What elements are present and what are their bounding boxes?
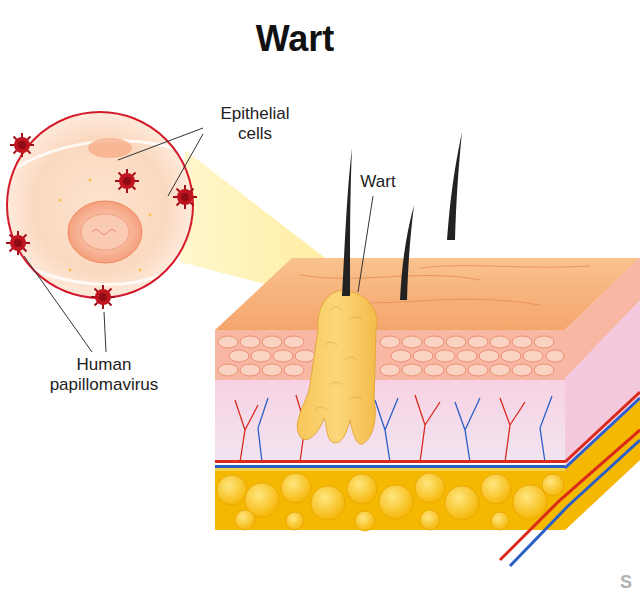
hair (342, 148, 352, 296)
watermark: S (616, 572, 636, 593)
wart-growth (297, 290, 377, 444)
epidermis-layer (215, 330, 565, 380)
hair (447, 132, 462, 240)
fat-layer (215, 471, 565, 530)
leader-lines (24, 128, 373, 352)
part-label: Human papillomavirus (34, 355, 174, 394)
part-label: Epithelial cells (205, 104, 305, 143)
magnified-inset (5, 112, 200, 309)
dermis-layer (215, 380, 565, 462)
hair (400, 205, 414, 300)
block-side (565, 258, 640, 530)
part-label: Wart (348, 172, 408, 192)
diagram-title: Wart (200, 18, 390, 59)
